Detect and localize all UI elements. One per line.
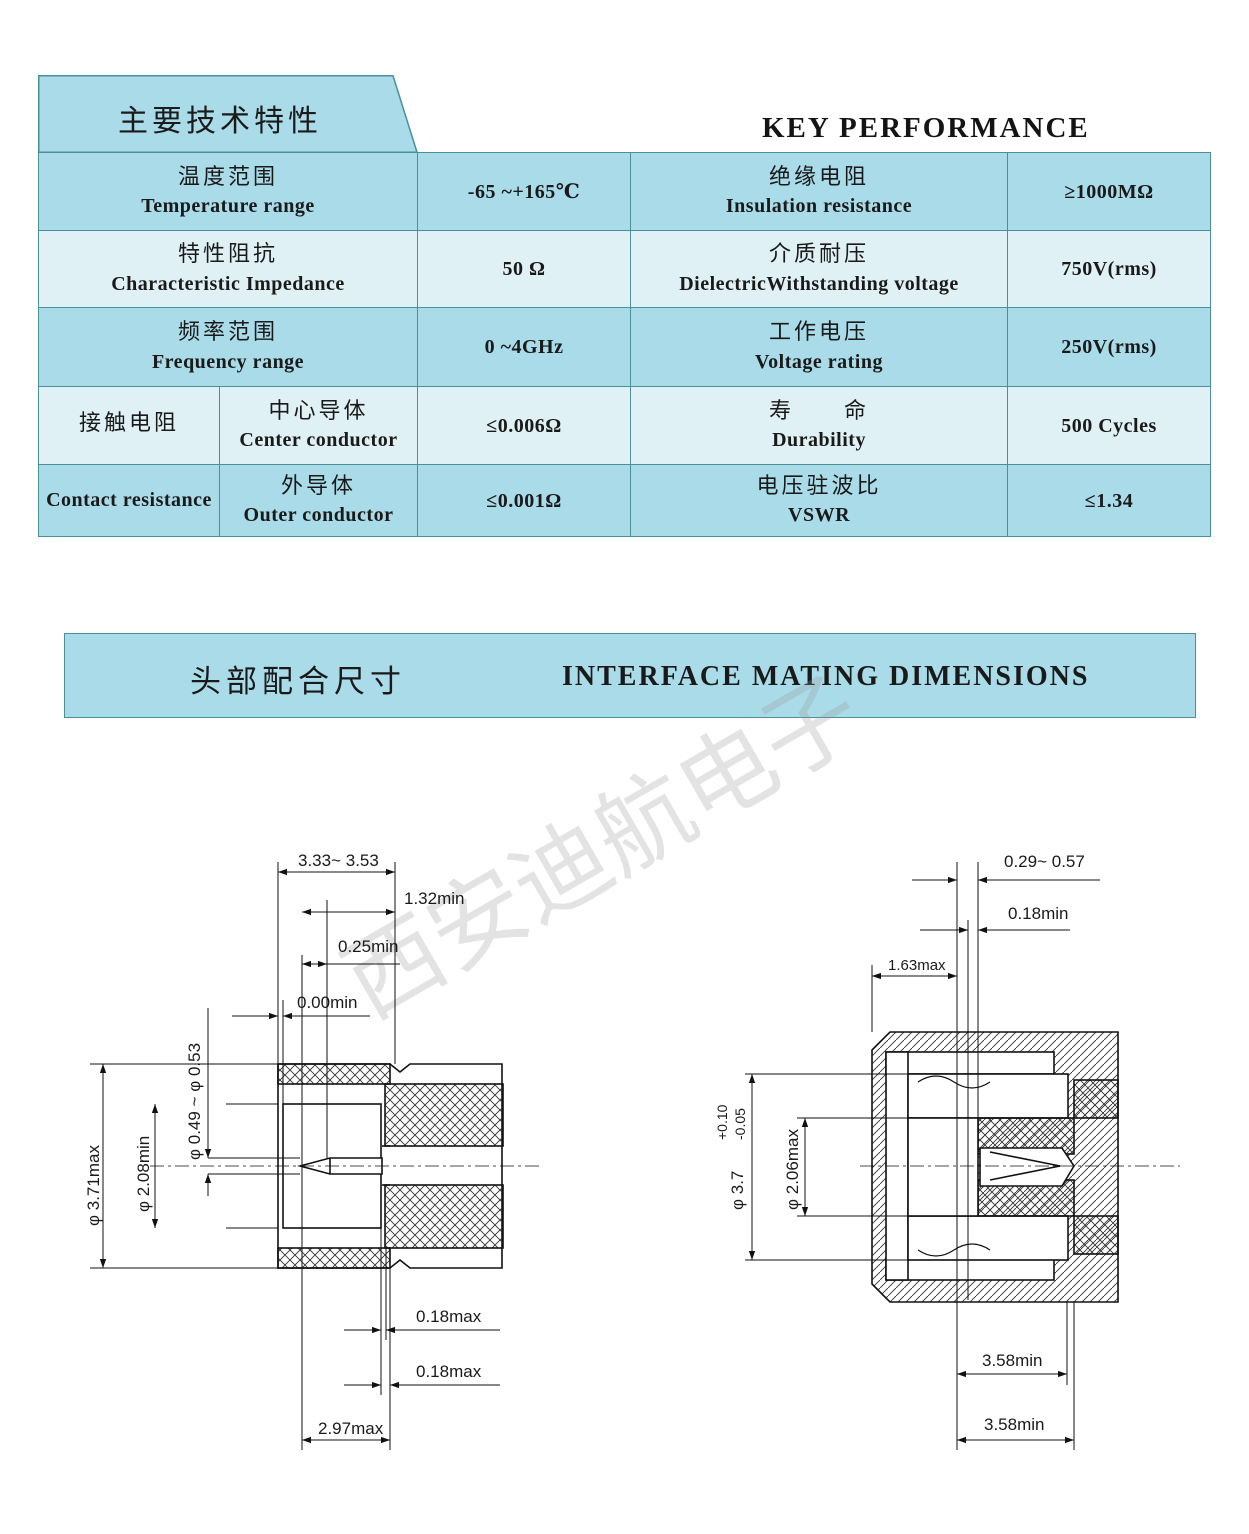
outer-conductor-value: ≤0.001Ω xyxy=(417,464,632,537)
dim-right-v1-tol-lower: -0.05 xyxy=(732,1108,748,1140)
right-connector-drawing xyxy=(745,862,1180,1450)
frequency-value: 0 ~4GHz xyxy=(417,307,632,387)
watermark-text: 西安迪航电子 xyxy=(326,655,881,1040)
dim-right-d3: 1.63max xyxy=(888,957,946,974)
interface-title-zh: 头部配合尺寸 xyxy=(190,664,406,700)
dim-right-v2: φ 2.06max xyxy=(783,1129,802,1210)
dim-left-d7: 2.97max xyxy=(318,1419,384,1438)
dim-left-v1: φ 3.71max xyxy=(84,1145,103,1226)
key-performance-table: 温度范围 Temperature range -65 ~+165℃ 绝缘电阻 I… xyxy=(37,152,1212,537)
dim-left-d3: 0.25min xyxy=(338,937,398,956)
dim-right-d2: 0.18min xyxy=(1008,904,1068,923)
table-row: 频率范围 Frequency range 0 ~4GHz 工作电压 Voltag… xyxy=(37,307,1212,387)
vswr-value: ≤1.34 xyxy=(1007,464,1212,537)
interface-header-bar xyxy=(64,633,1196,718)
impedance-value: 50 Ω xyxy=(417,230,632,308)
outer-conductor-cell: 外导体 Outer conductor xyxy=(218,464,419,537)
key-performance-title-zh: 主要技术特性 xyxy=(118,104,322,139)
durability-value: 500 Cycles xyxy=(1007,386,1212,465)
dim-left-d2: 1.32min xyxy=(404,889,464,908)
dim-right-v1-tol-upper: +0.10 xyxy=(714,1104,730,1140)
dim-left-d1: 3.33~ 3.53 xyxy=(298,851,379,870)
dim-left-v2: φ 2.08min xyxy=(134,1136,153,1212)
table-row: 接触电阻 中心导体 Center conductor ≤0.006Ω 寿 命 D… xyxy=(38,386,1212,465)
insulation-label-cell: 绝缘电阻 Insulation resistance xyxy=(630,152,1009,231)
interface-title-en: INTERFACE MATING DIMENSIONS xyxy=(562,661,1090,692)
table-row: Contact resistance 外导体 Outer conductor ≤… xyxy=(38,464,1212,537)
dim-right-d4: 3.58min xyxy=(982,1351,1042,1370)
center-conductor-value: ≤0.006Ω xyxy=(417,386,632,465)
voltage-rating-label-cell: 工作电压 Voltage rating xyxy=(630,307,1009,387)
dim-right-d1: 0.29~ 0.57 xyxy=(1004,852,1085,871)
key-performance-title-en: KEY PERFORMANCE xyxy=(762,112,1090,144)
dielectric-label-cell: 介质耐压 DielectricWithstanding voltage xyxy=(630,230,1009,308)
insulation-value: ≥1000MΩ xyxy=(1007,152,1212,231)
dim-right-v1: φ 3.7 xyxy=(728,1171,747,1210)
dim-right-d5: 3.58min xyxy=(984,1415,1044,1434)
impedance-label-cell: 特性阻抗 Characteristic Impedance xyxy=(37,230,419,308)
durability-label-cell: 寿 命 Durability xyxy=(630,386,1009,465)
table-row: 特性阻抗 Characteristic Impedance 50 Ω 介质耐压 … xyxy=(37,230,1212,308)
dim-left-d5: 0.18max xyxy=(416,1307,482,1326)
contact-resistance-en-cell: Contact resistance xyxy=(38,464,220,537)
dim-left-d6: 0.18max xyxy=(416,1362,482,1381)
frequency-label-cell: 频率范围 Frequency range xyxy=(37,307,419,387)
center-conductor-cell: 中心导体 Center conductor xyxy=(218,386,419,465)
dim-left-d4: 0.00min xyxy=(297,993,357,1012)
voltage-rating-value: 250V(rms) xyxy=(1007,307,1212,387)
dim-left-v3: φ 0.49 ~ φ 0.53 xyxy=(185,1043,204,1160)
left-connector-drawing xyxy=(90,862,540,1450)
